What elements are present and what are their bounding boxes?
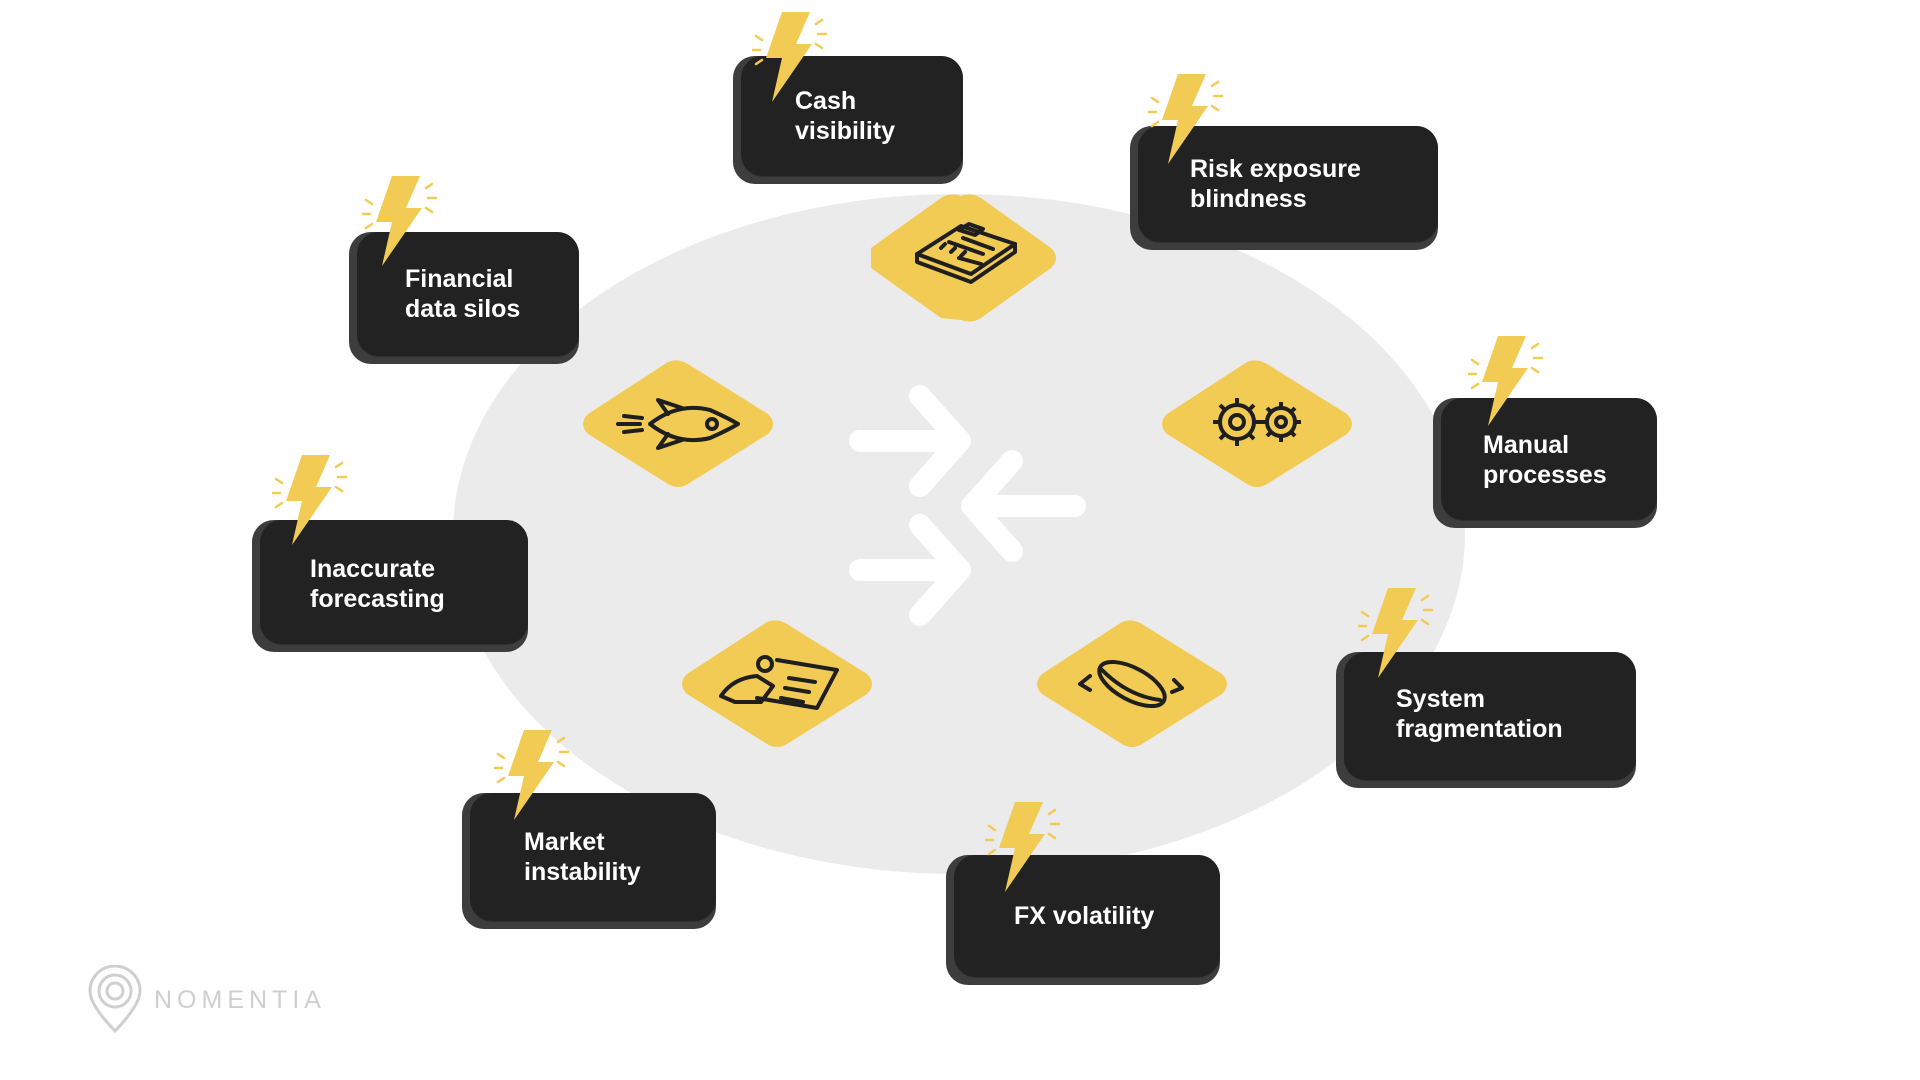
coin-flip-icon: [1078, 659, 1184, 709]
person-document-diamond: [677, 618, 877, 750]
arrow-left-middle: [961, 450, 1086, 562]
card-financial-data-silos: Financial data silos: [349, 232, 579, 364]
card-risk-exposure-blindness: Risk exposure blindness: [1130, 126, 1438, 250]
map-pin-logo-icon: [88, 965, 142, 1034]
rocket-icon: [616, 398, 740, 450]
card-manual-processes: Manual processes: [1433, 398, 1657, 528]
arrow-right-top: [849, 385, 971, 497]
clipboard-icon: [915, 222, 1017, 284]
lightning-bolt-icon: [494, 728, 570, 820]
card-fx-volatility: FX volatility: [946, 855, 1220, 985]
card-system-fragmentation: System fragmentation: [1336, 652, 1636, 788]
card-label: Market instability: [524, 828, 641, 886]
card-cash-visibility: Cash visibility: [733, 56, 963, 184]
logo-wordmark: NOMENTIA: [154, 985, 326, 1014]
card-label: System fragmentation: [1396, 685, 1563, 743]
lightning-bolt-icon: [362, 174, 438, 266]
lightning-bolt-icon: [752, 10, 828, 102]
card-label: Manual processes: [1483, 431, 1607, 489]
card-label: Financial data silos: [405, 265, 521, 323]
rocket-diamond: [578, 358, 778, 490]
arrow-right-bottom: [849, 514, 971, 626]
gears-icon: [1213, 398, 1301, 446]
card-market-instability: Market instability: [462, 793, 716, 929]
lightning-bolt-icon: [985, 800, 1061, 892]
card-label: FX volatility: [1014, 902, 1155, 930]
card-label: Inaccurate forecasting: [310, 555, 445, 613]
coin-diamond: [1032, 618, 1232, 750]
lightning-bolt-icon: [1468, 334, 1544, 426]
person-document-icon: [719, 655, 839, 710]
lightning-bolt-icon: [1148, 72, 1224, 164]
card-label: Risk exposure blindness: [1190, 155, 1361, 213]
lightning-bolt-icon: [1358, 586, 1434, 678]
nomentia-logo: NOMENTIA: [86, 965, 326, 1035]
gears-diamond: [1157, 358, 1357, 490]
lightning-bolt-icon: [272, 453, 348, 545]
card-inaccurate-forecasting: Inaccurate forecasting: [252, 520, 528, 652]
clipboard-diamond: [871, 192, 1071, 324]
card-label: Cash visibility: [795, 87, 896, 145]
